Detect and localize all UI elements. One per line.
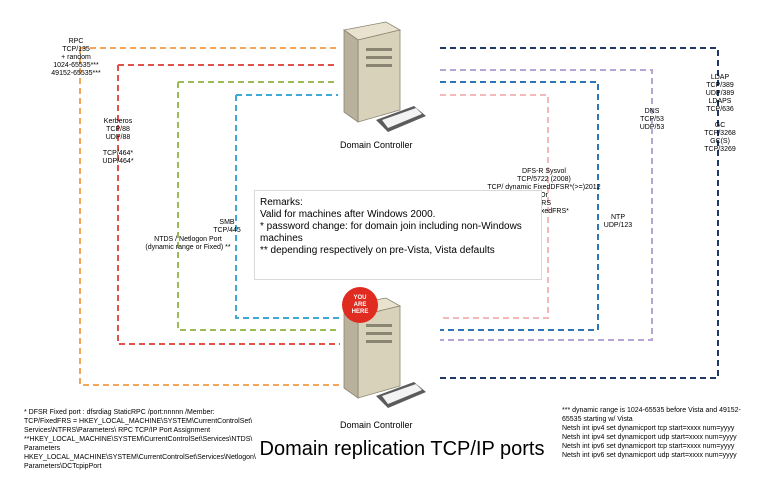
badge-line-3: HERE	[351, 309, 369, 315]
smb-ports-label: SMB TCP/445	[213, 219, 241, 234]
ntp-ports-label: NTP UDP/123	[603, 214, 633, 229]
diagram-title-container: Domain replication TCP/IP ports	[0, 438, 768, 461]
dns-connection-line	[440, 69, 653, 341]
ldap-connection-line	[440, 47, 719, 379]
bottom-server-label: Domain Controller	[340, 420, 413, 430]
dns-ports-label: DNS TCP/53 UDP/53	[639, 108, 665, 131]
top-server-icon	[343, 21, 426, 132]
dfsr-connection-line	[440, 94, 549, 319]
remarks-line-2: * password change: for domain join inclu…	[260, 221, 522, 244]
remarks-box: Remarks: Valid for machines after Window…	[254, 190, 542, 280]
remarks-line-1: Valid for machines after Windows 2000.	[260, 209, 436, 220]
badge-line-1: YOU	[353, 295, 367, 301]
remarks-heading: Remarks:	[260, 197, 303, 208]
kerberos-connection-line	[117, 64, 340, 345]
ntp-connection-line	[440, 81, 599, 331]
smb-connection-line	[235, 94, 340, 319]
registry-footnotes: * DFSR Fixed port : dfsrdiag StaticRPC /…	[24, 409, 256, 470]
ntds-ports-label: NTDS / Netlogon Port (dynamic range or F…	[145, 236, 231, 251]
remarks-line-3: ** depending respectively on pre-Vista, …	[260, 245, 495, 256]
dfsr-ports-label: DFS-R Sysvol TCP/5722 (2008) TCP/ dynami…	[487, 168, 601, 215]
diagram-title: Domain replication TCP/IP ports	[259, 438, 545, 460]
kerberos-ports-label: Kerberos TCP/88 UDP/88 TCP/464* UDP/464*	[102, 118, 134, 165]
you-are-here-badge: YOU ARE HERE	[342, 287, 378, 323]
ntds-connection-line	[177, 81, 340, 331]
dynamic-port-footnotes: *** dynamic range is 1024-65535 before V…	[562, 407, 741, 459]
rpc-connection-line	[79, 47, 340, 386]
ldap-ports-label: LDAP TCP/389 UDP/389 LDAPS TCP/636 GC TC…	[704, 74, 736, 153]
top-server-label: Domain Controller	[340, 140, 413, 150]
badge-line-2: ARE	[353, 302, 367, 308]
rpc-ports-label: RPC TCP/135 + random 1024-65535*** 49152…	[51, 38, 101, 77]
